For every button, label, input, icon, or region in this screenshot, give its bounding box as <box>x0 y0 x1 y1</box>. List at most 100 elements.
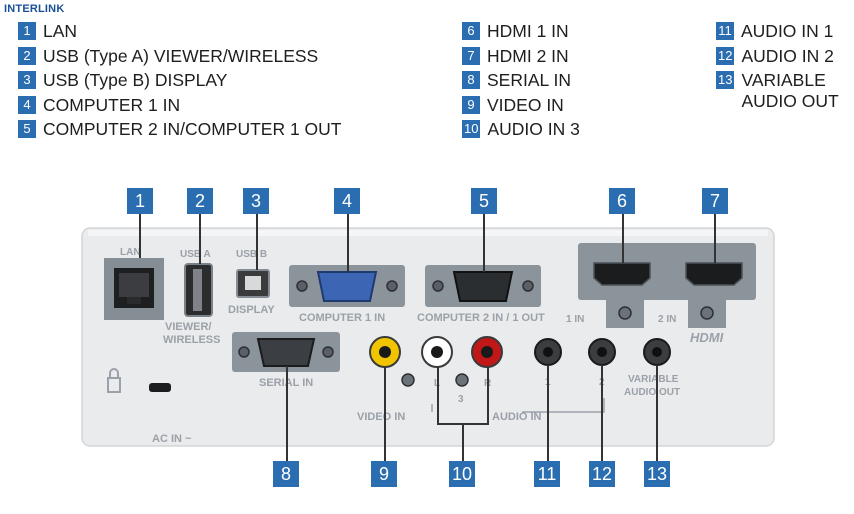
legend-item-variable-audio-out: 13 VARIABLE AUDIO OUT <box>716 70 851 116</box>
panel-label-computer-2-in-1-out: COMPUTER 2 IN / 1 OUT <box>417 312 545 324</box>
callout-4: 4 <box>334 188 360 214</box>
hdmi-1-port <box>593 262 651 286</box>
legend-number: 9 <box>462 95 480 114</box>
panel-label-audio-out: AUDIO OUT <box>624 387 680 398</box>
legend-item-usb-b: 3 USB (Type B) DISPLAY <box>18 70 342 95</box>
callout-7: 7 <box>702 188 728 214</box>
legend-item-hdmi-2-in: 7 HDMI 2 IN <box>462 46 580 71</box>
panel-label-usb-a: USB A <box>180 249 211 260</box>
legend-number: 4 <box>18 95 36 114</box>
serial-port <box>256 338 316 367</box>
legend-number: 8 <box>462 71 480 89</box>
callout-3: 3 <box>243 188 269 214</box>
audio-ground-screw <box>455 373 469 387</box>
callout-12: 12 <box>589 461 615 487</box>
legend-item-lan: 1 LAN <box>18 21 342 46</box>
usb-b-inner <box>245 276 261 290</box>
callout-2: 2 <box>187 188 213 214</box>
legend-label: COMPUTER 1 IN <box>43 94 181 115</box>
audio-in-1-hole <box>543 347 553 357</box>
legend-label: USB (Type A) VIEWER/WIRELESS <box>43 45 319 66</box>
leader-line-1 <box>139 214 141 258</box>
lan-port-tab <box>127 297 141 304</box>
panel-label-ac-in: AC IN ~ <box>152 433 192 445</box>
audio-3-left-center <box>431 346 443 358</box>
callout-6: 6 <box>609 188 635 214</box>
legend-column-3: 11 AUDIO IN 1 12 AUDIO IN 2 13 VARIABLE … <box>716 21 851 116</box>
legend-item-serial-in: 8 SERIAL IN <box>462 70 580 95</box>
callout-8: 8 <box>273 461 299 487</box>
video-in-jack-center <box>379 346 391 358</box>
leader-line-11 <box>547 365 549 461</box>
leader-line-3 <box>256 214 258 270</box>
legend-number: 6 <box>462 22 480 40</box>
panel-label-viewer: VIEWER/ <box>165 321 211 333</box>
leader-line-2 <box>199 214 201 264</box>
leader-line-13 <box>656 365 658 461</box>
panel-label-lan: LAN <box>120 247 141 258</box>
vga1-screw-right <box>386 280 398 292</box>
legend-item-audio-in-2: 12 AUDIO IN 2 <box>716 46 851 71</box>
legend-number: 5 <box>18 120 36 138</box>
video-ground-screw <box>401 373 415 387</box>
serial-screw-right <box>322 346 334 358</box>
legend-label: AUDIO IN 2 <box>741 45 834 66</box>
leader-line-4 <box>347 214 349 272</box>
kensington-slot <box>149 383 171 392</box>
panel-label-usb-b: USB B <box>236 249 267 260</box>
panel-label-hdmi-2-in: 2 IN <box>658 314 676 325</box>
legend-label: AUDIO IN 3 <box>487 119 580 139</box>
leader-line-9 <box>384 367 386 461</box>
lan-port-inner <box>119 273 149 297</box>
leader-line-12 <box>601 365 603 461</box>
lock-icon <box>107 368 121 393</box>
callout-1: 1 <box>127 188 153 214</box>
audio-in-bracket <box>431 398 605 413</box>
vga2-screw-left <box>432 280 444 292</box>
legend-column-2: 6 HDMI 1 IN 7 HDMI 2 IN 8 SERIAL IN 9 VI… <box>462 21 580 144</box>
panel-label-computer-1-in: COMPUTER 1 IN <box>299 312 385 324</box>
legend-number: 12 <box>716 46 735 65</box>
legend-number: 11 <box>716 22 734 40</box>
legend-label: COMPUTER 2 IN/COMPUTER 1 OUT <box>43 119 342 139</box>
vga1-port <box>316 271 378 302</box>
legend-label: LAN <box>43 21 78 41</box>
callout-10: 10 <box>449 461 475 487</box>
callout-11: 11 <box>534 461 560 487</box>
vga2-port <box>452 271 514 302</box>
legend-label: VARIABLE AUDIO OUT <box>741 70 839 111</box>
legend-item-audio-in-3: 10 AUDIO IN 3 <box>462 119 580 144</box>
hdmi-1-screw <box>618 306 632 320</box>
legend-label: HDMI 2 IN <box>487 45 569 66</box>
leader-line-8 <box>286 366 288 461</box>
legend-number: 13 <box>716 71 735 89</box>
hdmi-2-screw <box>700 306 714 320</box>
panel-label-audio-in: AUDIO IN <box>492 411 542 423</box>
serial-screw-left <box>238 346 250 358</box>
hdmi-2-port <box>685 262 743 286</box>
panel-label-hdmi-1-in: 1 IN <box>566 314 584 325</box>
legend-item-usb-a: 2 USB (Type A) VIEWER/WIRELESS <box>18 46 342 71</box>
leader-line-10 <box>462 424 464 461</box>
legend-item-computer-1-in: 4 COMPUTER 1 IN <box>18 95 342 120</box>
legend-label: USB (Type B) DISPLAY <box>43 70 228 90</box>
panel-label-display: DISPLAY <box>228 304 275 316</box>
legend-label: SERIAL IN <box>487 70 571 90</box>
legend-item-audio-in-1: 11 AUDIO IN 1 <box>716 21 851 46</box>
callout-5: 5 <box>471 188 497 214</box>
callout-13: 13 <box>644 461 670 487</box>
usb-a-tongue <box>193 269 202 311</box>
legend-number: 3 <box>18 71 36 89</box>
legend-number: 2 <box>18 46 36 65</box>
legend-item-computer-2-in: 5 COMPUTER 2 IN/COMPUTER 1 OUT <box>18 119 342 144</box>
panel-label-variable: VARIABLE <box>628 374 679 385</box>
audio-in-2-hole <box>597 347 607 357</box>
panel-label-wireless: WIRELESS <box>163 334 220 346</box>
hdmi-logo-text: HDMI <box>690 330 724 345</box>
leader-line-6 <box>622 214 624 263</box>
legend-number: 1 <box>18 22 36 40</box>
legend-label: HDMI 1 IN <box>487 21 569 41</box>
leader-line-10-bar <box>437 423 489 425</box>
leader-line-7 <box>714 214 716 263</box>
